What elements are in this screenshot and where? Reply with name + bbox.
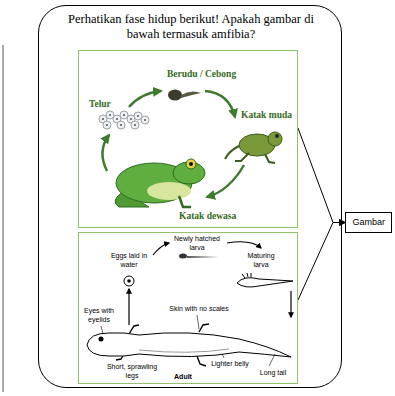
connector-line [298, 223, 345, 301]
adult-salamander-part [99, 337, 104, 342]
frog-eggs-part [131, 121, 139, 129]
leader-lines-part [269, 354, 275, 366]
maturing-larva [237, 273, 293, 287]
question-panel: Berudu / CebongTelurKatak mudaKatak dewa… [38, 5, 342, 388]
egg-part [124, 276, 134, 286]
frog-eggs-part [120, 124, 122, 126]
frog-cycle-image: Berudu / CebongTelurKatak mudaKatak dewa… [78, 50, 298, 228]
frog-eggs-part [102, 118, 104, 120]
young-frog-part [235, 153, 275, 163]
frog-eggs-part [137, 115, 139, 117]
adult-frog-part [186, 159, 196, 169]
frog-eggs-part [123, 114, 125, 116]
stage-label: Newly hatched larva [171, 234, 223, 252]
stage-label: Katak dewasa [179, 211, 236, 222]
part-label: Skin with no scales [165, 304, 233, 313]
frog-eggs-part [134, 124, 136, 126]
part-label: Short, sprawling legs [103, 362, 161, 380]
question-title: Perhatikan fase hidup berikut! Apakah ga… [66, 12, 316, 42]
frog-eggs-part [103, 121, 111, 129]
leader-lines-part [101, 326, 103, 334]
frog-eggs-part [109, 114, 111, 116]
frog-eggs-part [144, 119, 146, 121]
stage-label: Adult [171, 372, 195, 381]
part-label: Lighter belly [209, 359, 251, 368]
cycle-arrows-part [227, 242, 261, 248]
part-label: Eyes with eyelids [81, 306, 117, 324]
cycle-arrows-part [128, 289, 129, 325]
tadpole-part [181, 91, 201, 98]
young-frog-part [225, 146, 239, 159]
maturing-larva-part [237, 278, 293, 287]
stage-label: Maturing larva [239, 251, 283, 269]
tadpole-part [168, 90, 182, 101]
frog-eggs-part [141, 116, 149, 124]
result-box: Gambar [345, 212, 392, 233]
hatched-larva-part [179, 254, 187, 259]
frog-eggs-part [117, 121, 125, 129]
box-label: Gambar [352, 217, 385, 228]
part-label: Long tail [255, 368, 291, 377]
hatched-larva [179, 254, 219, 259]
leader-lines [101, 315, 275, 366]
adult-salamander-part [87, 333, 291, 357]
stage-label: Berudu / Cebong [167, 69, 236, 80]
stage-label: Telur [89, 99, 111, 110]
connector-line [298, 128, 345, 223]
page-edge-line [3, 45, 4, 392]
salamander-cycle-image: Newly hatched larvaEggs laid in water Mat… [78, 232, 298, 384]
frog-eggs-part [106, 124, 108, 126]
cycle-arrows-part [153, 243, 169, 255]
stage-label: Katak muda [241, 110, 292, 121]
leader-lines-part [197, 315, 199, 329]
hatched-larva-part [187, 256, 219, 258]
adult-frog-part [179, 196, 191, 207]
frog-eggs [99, 111, 149, 129]
young-frog-part [268, 132, 282, 146]
leader-lines-part [222, 354, 224, 358]
adult-salamander-part [139, 349, 229, 352]
cycle-arrows-part [205, 91, 235, 117]
adult-frog [115, 159, 205, 207]
frog-eggs-part [116, 118, 118, 120]
adult-salamander [87, 324, 291, 366]
young-frog-part [275, 134, 279, 138]
egg-part [127, 279, 131, 283]
adult-frog-part [147, 182, 191, 200]
frog-eggs-part [130, 118, 132, 120]
cycle-arrows-part [207, 165, 244, 197]
young-frog [225, 132, 282, 163]
cycle-arrows [129, 242, 291, 325]
egg [124, 276, 134, 286]
maturing-larva-part [242, 273, 251, 278]
adult-frog-part [189, 162, 193, 166]
cycle-arrows-part [129, 91, 161, 107]
tadpole [168, 90, 201, 101]
cycle-arrows-part [102, 135, 109, 171]
cycle-arrows-part [290, 291, 291, 317]
stage-label: Eggs laid in water [107, 251, 151, 269]
